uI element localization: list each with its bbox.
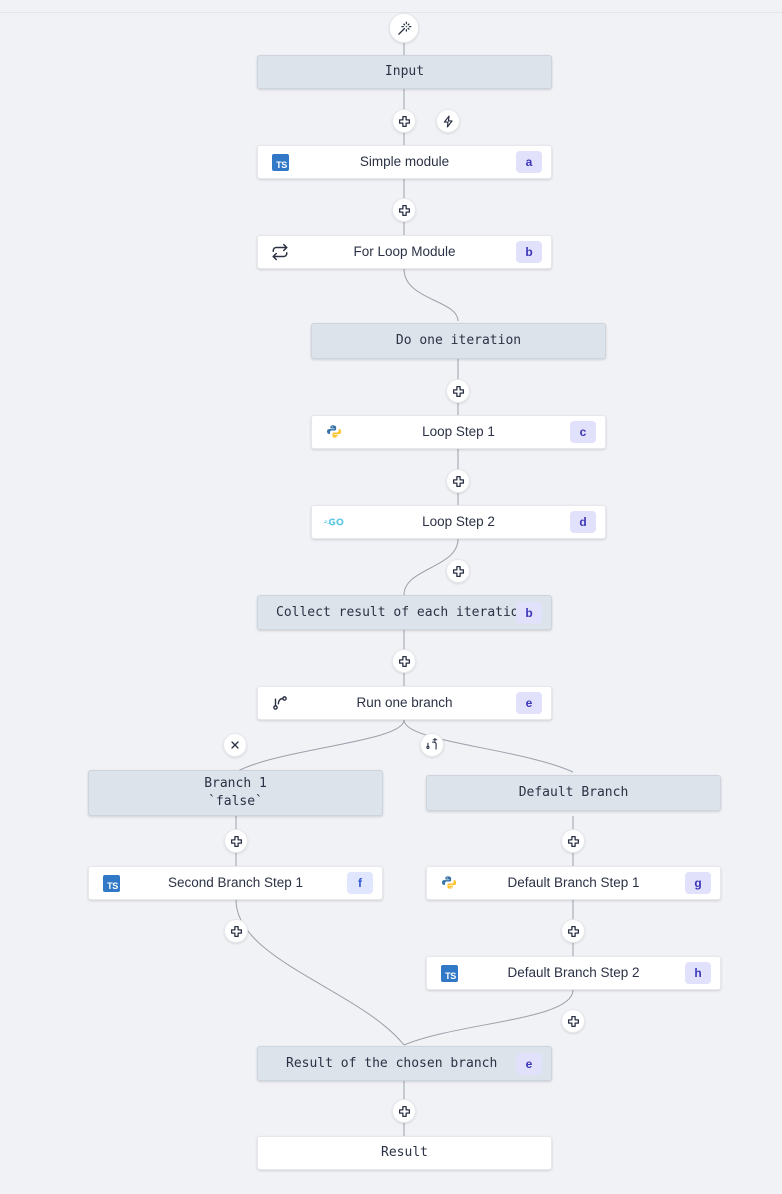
plus-icon [452, 385, 465, 398]
plus-icon [567, 835, 580, 848]
repeat-loop-icon [270, 242, 290, 262]
edge-secondstep-result [235, 899, 405, 1046]
node-default-branch-step-1-label: Default Branch Step 1 [507, 874, 640, 890]
node-simple-module-badge: a [516, 151, 542, 173]
edge-defaultstep2-result [403, 989, 574, 1046]
node-result-of-chosen-branch-label: Result of the chosen branch [286, 1055, 498, 1071]
node-result-label: Result [381, 1145, 428, 1161]
add-step-after-result-of-chosen-branch-button[interactable] [392, 1099, 416, 1123]
add-step-after-default-branch-step-2-button[interactable] [561, 1009, 585, 1033]
node-collect-result[interactable]: Collect result of each iteration b [257, 595, 552, 630]
node-default-branch[interactable]: Default Branch [426, 775, 721, 811]
node-default-branch-label: Default Branch [518, 785, 629, 801]
plus-icon [567, 1015, 580, 1028]
plus-icon [452, 475, 465, 488]
plus-icon [452, 565, 465, 578]
node-default-branch-step-2[interactable]: TS Default Branch Step 2 h [426, 956, 721, 990]
add-step-after-branch-1-button[interactable] [224, 829, 248, 853]
add-step-after-collect-result-button[interactable] [392, 649, 416, 673]
magic-wand-icon [397, 21, 412, 36]
edge-runbranch-branch1 [235, 719, 405, 773]
typescript-logo-text: TS [271, 153, 289, 171]
plus-icon [398, 204, 411, 217]
node-default-branch-step-2-badge: h [685, 962, 711, 984]
node-second-branch-step-1-badge: f [347, 872, 373, 894]
node-result-of-chosen-branch-badge: e [516, 1052, 542, 1075]
branch-plus-icon [425, 738, 439, 752]
node-for-loop-module-label: For Loop Module [353, 243, 456, 259]
top-divider [0, 12, 782, 13]
node-second-branch-step-1-label: Second Branch Step 1 [167, 874, 304, 890]
typescript-logo-text: TS [102, 874, 120, 892]
node-result-of-chosen-branch[interactable]: Result of the chosen branch e [257, 1046, 552, 1081]
add-step-after-do-one-iteration-button[interactable] [446, 379, 470, 403]
plus-icon [398, 1105, 411, 1118]
node-do-one-iteration[interactable]: Do one iteration [311, 323, 606, 359]
node-run-one-branch[interactable]: Run one branch e [257, 686, 552, 720]
node-input-label: Input [384, 64, 425, 80]
edge-forloop-iteration [403, 268, 459, 322]
add-step-after-simple-module-button[interactable] [392, 198, 416, 222]
add-step-after-loop-step-1-button[interactable] [446, 469, 470, 493]
node-collect-result-badge: b [516, 601, 542, 624]
node-input[interactable]: Input [257, 55, 552, 89]
node-collect-result-label: Collect result of each iteration [276, 604, 527, 620]
branch-fork-icon [270, 693, 290, 713]
python-logo-icon [324, 422, 344, 442]
add-step-after-default-branch-button[interactable] [561, 829, 585, 853]
node-loop-step-2-label: Loop Step 2 [422, 513, 495, 529]
node-default-branch-step-1[interactable]: Default Branch Step 1 g [426, 866, 721, 900]
plus-icon [230, 925, 243, 938]
add-branch-button[interactable] [420, 733, 444, 757]
add-step-after-input-button[interactable] [392, 109, 416, 133]
node-loop-step-1-label: Loop Step 1 [422, 423, 495, 439]
node-result[interactable]: Result [257, 1136, 552, 1170]
node-default-branch-step-1-badge: g [685, 872, 711, 894]
typescript-logo-icon: TS [439, 963, 459, 983]
plus-icon [398, 655, 411, 668]
python-logo-icon [439, 873, 459, 893]
node-simple-module-label: Simple module [359, 153, 450, 169]
add-step-after-second-branch-step-1-button[interactable] [224, 919, 248, 943]
node-second-branch-step-1[interactable]: TS Second Branch Step 1 f [88, 866, 383, 900]
trigger-lightning-button[interactable] [436, 109, 460, 133]
remove-branch-button[interactable] [223, 733, 247, 757]
node-loop-step-1[interactable]: Loop Step 1 c [311, 415, 606, 449]
typescript-logo-icon: TS [101, 873, 121, 893]
trigger-magic-wand-button[interactable] [389, 13, 419, 43]
go-logo-icon [324, 512, 344, 532]
plus-icon [567, 925, 580, 938]
node-simple-module[interactable]: TS Simple module a [257, 145, 552, 179]
add-step-after-loop-step-2-button[interactable] [446, 559, 470, 583]
node-loop-step-2-badge: d [570, 511, 596, 533]
node-for-loop-module[interactable]: For Loop Module b [257, 235, 552, 269]
typescript-logo-icon: TS [270, 152, 290, 172]
node-branch-1-label: Branch 1 `false` [204, 776, 267, 809]
node-do-one-iteration-label: Do one iteration [395, 333, 522, 349]
lightning-bolt-icon [442, 114, 455, 128]
node-for-loop-module-badge: b [516, 241, 542, 263]
node-loop-step-1-badge: c [570, 421, 596, 443]
node-branch-1[interactable]: Branch 1 `false` [88, 770, 383, 816]
node-loop-step-2[interactable]: Loop Step 2 d [311, 505, 606, 539]
node-run-one-branch-label: Run one branch [356, 694, 453, 710]
node-default-branch-step-2-label: Default Branch Step 2 [507, 964, 640, 980]
close-x-icon [229, 739, 241, 751]
plus-icon [398, 115, 411, 128]
node-run-one-branch-badge: e [516, 692, 542, 714]
typescript-logo-text: TS [440, 964, 458, 982]
plus-icon [230, 835, 243, 848]
add-step-after-default-branch-step-1-button[interactable] [561, 919, 585, 943]
